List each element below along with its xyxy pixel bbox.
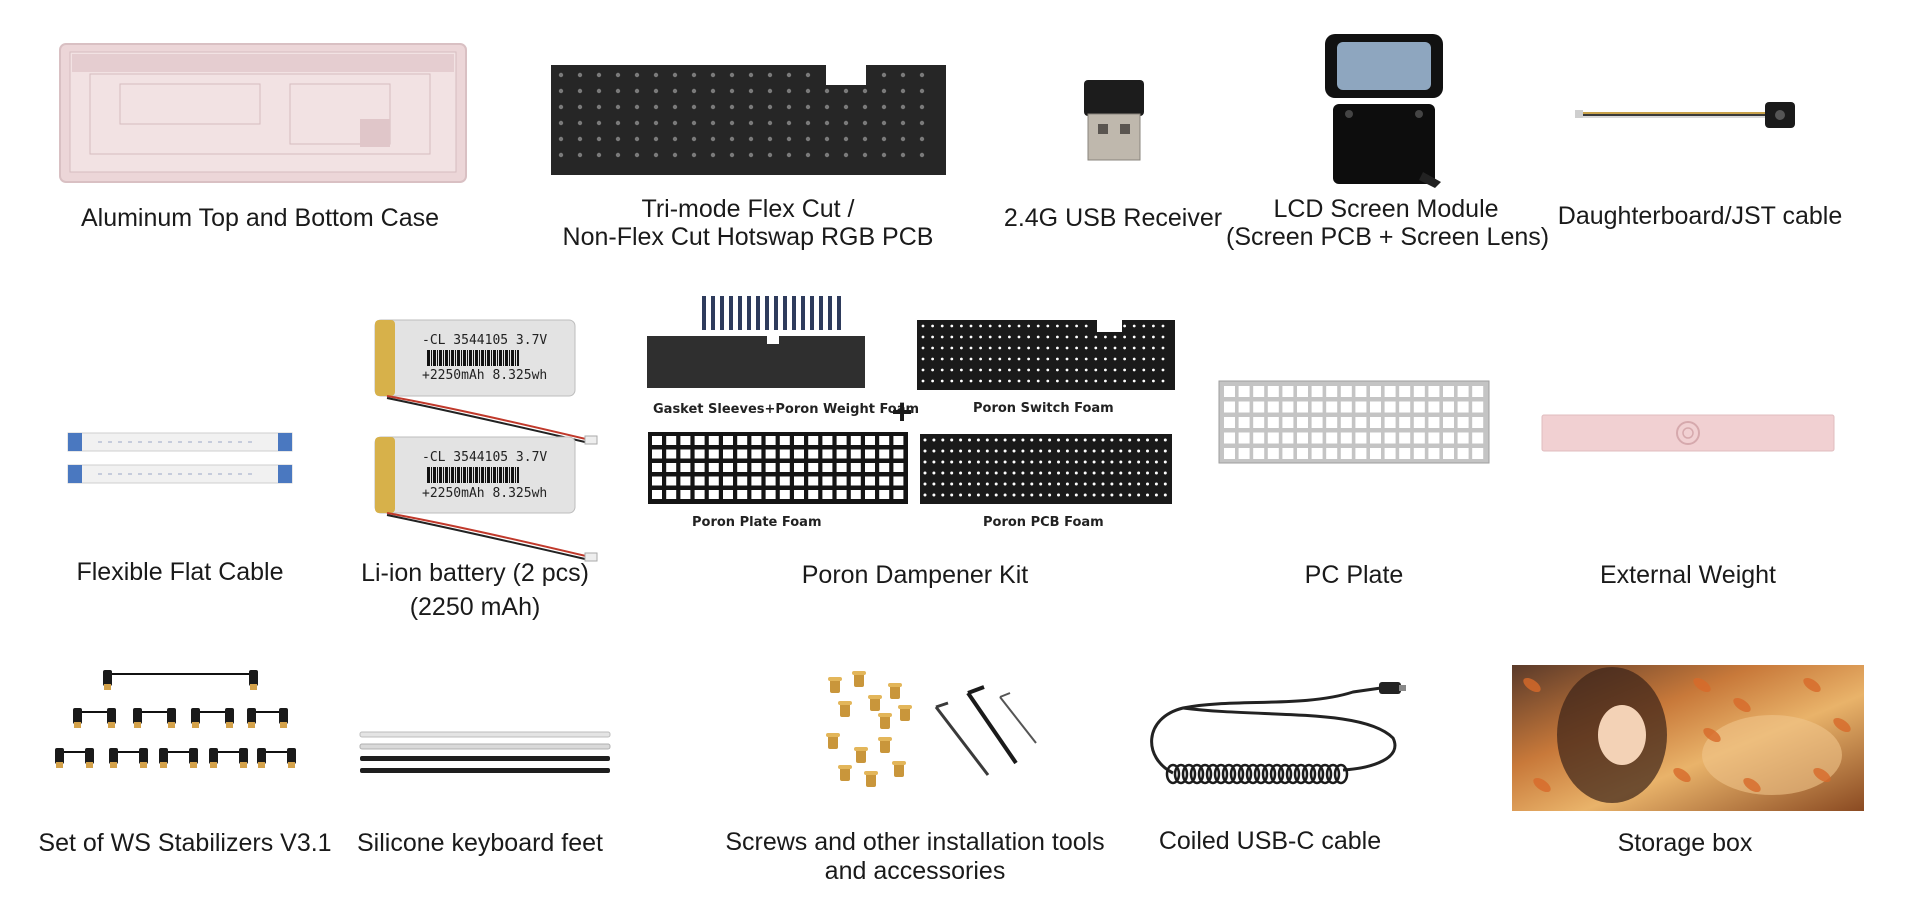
- daughterboard-caption: Daughterboard/JST cable: [1557, 202, 1843, 230]
- stabilizers-image: [55, 670, 296, 768]
- dampener-plus: +: [891, 391, 913, 432]
- battery-caption-line2: (2250 mAh): [409, 593, 541, 621]
- stabilizers-caption: Set of WS Stabilizers V3.1: [38, 829, 332, 857]
- dampener-caption: Poron Dampener Kit: [801, 561, 1029, 589]
- ffc-caption: Flexible Flat Cable: [76, 558, 284, 586]
- pcb-foam-label: Poron PCB Foam: [983, 515, 1104, 530]
- lcd-caption-line2: (Screen PCB + Screen Lens): [1226, 223, 1550, 251]
- battery1-spec-text: +2250mAh 8.325wh: [422, 368, 548, 383]
- usb-receiver-caption: 2.4G USB Receiver: [1003, 204, 1223, 232]
- storage-box-image: [1512, 665, 1864, 811]
- usb-cable-caption: Coiled USB-C cable: [1158, 827, 1382, 855]
- aluminum-case-image: [59, 43, 467, 183]
- usb-cable-image: [1150, 682, 1406, 785]
- ffc-image: [67, 432, 293, 484]
- plate-foam-image: [648, 432, 908, 504]
- daughterboard-image: [1575, 102, 1795, 128]
- switch-foam-image: [917, 320, 1175, 390]
- external-weight-caption: External Weight: [1599, 561, 1776, 589]
- aluminum-case-caption: Aluminum Top and Bottom Case: [80, 204, 440, 232]
- screws-caption-line2: and accessories: [824, 857, 1006, 885]
- pcb-caption-line1: Tri-mode Flex Cut /: [641, 195, 855, 223]
- pcb-image: [551, 65, 946, 175]
- plate-foam-label: Poron Plate Foam: [692, 515, 822, 530]
- pc-plate-image: [1218, 380, 1490, 464]
- screws-image: [826, 671, 1037, 787]
- external-weight-image: [1541, 414, 1835, 452]
- storage-box-caption: Storage box: [1617, 829, 1753, 857]
- battery1-model-text: -CL 3544105 3.7V: [422, 333, 548, 348]
- silicone-feet-image: [359, 731, 611, 773]
- gasket-sleeves-image: [647, 296, 865, 388]
- battery-image-2: [374, 436, 598, 562]
- lcd-caption-line1: LCD Screen Module: [1273, 195, 1499, 223]
- pcb-foam-image: [920, 434, 1172, 504]
- silicone-feet-caption: Silicone keyboard feet: [357, 829, 603, 857]
- battery-caption-line1: Li-ion battery (2 pcs): [361, 559, 589, 587]
- usb-receiver-image: [1084, 80, 1144, 161]
- battery2-model-text: -CL 3544105 3.7V: [422, 450, 548, 465]
- switch-foam-label: Poron Switch Foam: [973, 401, 1114, 416]
- screws-caption-line1: Screws and other installation tools: [725, 828, 1105, 856]
- pc-plate-caption: PC Plate: [1304, 561, 1404, 589]
- gasket-label: Gasket Sleeves+Poron Weight Foam: [653, 402, 920, 417]
- lcd-module-image: [1325, 34, 1443, 188]
- battery-image-1: [374, 319, 598, 445]
- pcb-caption-line2: Non-Flex Cut Hotswap RGB PCB: [562, 223, 934, 251]
- battery2-spec-text: +2250mAh 8.325wh: [422, 486, 548, 501]
